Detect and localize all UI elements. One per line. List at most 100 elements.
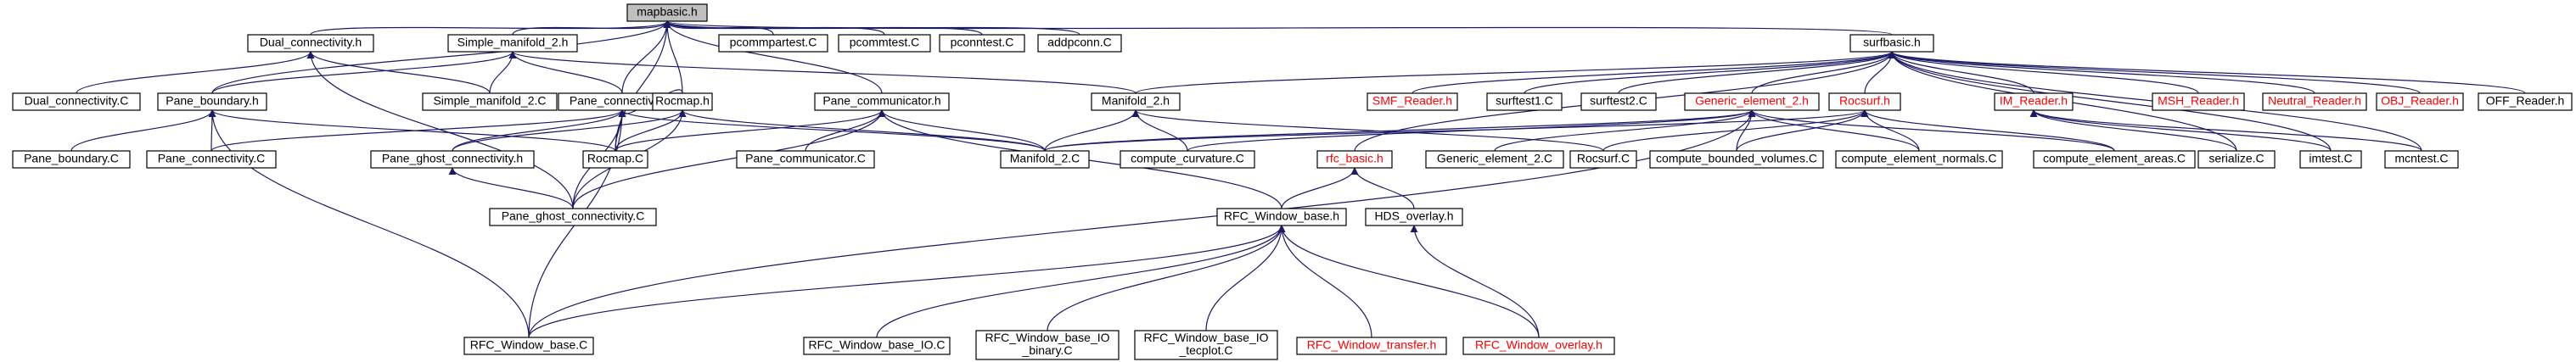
node-box [736, 150, 875, 169]
node-rfc-window-base-c[interactable]: RFC_Window_base.C [463, 337, 594, 355]
node-simple-man-c[interactable]: Simple_manifold_2.C [422, 92, 558, 111]
node-rfc-transfer[interactable]: RFC_Window_transfer.h [1296, 337, 1447, 355]
node-label: Rocmap.h [655, 94, 710, 108]
node-rfc-window-base-h[interactable]: RFC_Window_base.h [1216, 208, 1347, 226]
edge-pane_boundary_h-to-pane_conn_c [208, 109, 216, 152]
node-box [1216, 208, 1347, 226]
edge-surfbasic_h-to-surftest2 [1618, 51, 1896, 94]
node-rocmap-h[interactable]: Rocmap.h [652, 92, 713, 111]
node-box [1849, 34, 1934, 53]
edge-im_reader-to-serialize [2029, 109, 2237, 152]
node-generic-elem-c[interactable]: Generic_element_2.C [1425, 150, 1564, 169]
node-label: RFC_Window_overlay.h [1475, 338, 1602, 352]
node-box [1091, 92, 1181, 111]
node-surftest1[interactable]: surftest1.C [1486, 92, 1563, 111]
edge-pane_conn_h-to-manifold_c [618, 109, 1046, 152]
edge-pane_conn_h-to-pane_conn_c [210, 109, 626, 152]
node-neutral-reader[interactable]: Neutral_Reader.h [2262, 92, 2367, 111]
node-box [626, 3, 708, 22]
edge-dual_conn_h-to-simple_man_c [306, 51, 491, 94]
edge-pane_ghost_h-to-pane_ghost_c [448, 167, 574, 209]
node-label: Rocsurf.C [1577, 152, 1630, 165]
node-label: Neutral_Reader.h [2268, 94, 2361, 108]
node-label: compute_element_normals.C [1842, 152, 1997, 165]
node-surfbasic-h[interactable]: surfbasic.h [1849, 34, 1934, 53]
node-compute-curv[interactable]: compute_curvature.C [1120, 150, 1255, 169]
node-mapbasic-h[interactable]: mapbasic.h [626, 3, 708, 22]
node-box [157, 92, 267, 111]
edge-rfc_window_base_h-to-rfc_overlay [1277, 225, 1540, 338]
node-im-reader[interactable]: IM_Reader.h [1994, 92, 2074, 111]
node-addpconn[interactable]: addpconn.C [1037, 34, 1122, 53]
node-smf-reader[interactable]: SMF_Reader.h [1367, 92, 1458, 111]
node-box [718, 34, 828, 53]
node-pane-ghost-h[interactable]: Pane_ghost_connectivity.h [370, 150, 535, 169]
node-off-reader[interactable]: OFF_Reader.h [2478, 92, 2573, 111]
node-rfc-overlay[interactable]: RFC_Window_overlay.h [1462, 337, 1615, 355]
node-box [2299, 150, 2362, 169]
node-label: Pane_ghost_connectivity.C [502, 209, 645, 223]
node-rocsurf-h[interactable]: Rocsurf.h [1828, 92, 1901, 111]
node-box [370, 150, 535, 169]
node-rfc-io-binary[interactable]: RFC_Window_base_IO_binary.C [975, 330, 1120, 360]
node-label: rfc_basic.h [1326, 152, 1383, 165]
node-pane-comm-c[interactable]: Pane_communicator.C [736, 150, 875, 169]
node-box [146, 150, 277, 169]
node-compute-bv[interactable]: compute_bounded_volumes.C [1649, 150, 1824, 169]
edge-rocmap_h-to-manifold_c [678, 109, 1046, 152]
node-label: compute_curvature.C [1131, 152, 1244, 165]
edge-surfbasic_h-to-msh_reader [1888, 51, 2199, 94]
node-rfc-io-c[interactable]: RFC_Window_base_IO.C [803, 337, 951, 355]
edge-pane_comm_h-to-pane_ghost_c [572, 109, 886, 209]
node-box [1000, 150, 1090, 169]
node-box [1835, 150, 2003, 169]
node-pcommtest[interactable]: pcommtest.C [838, 34, 931, 53]
edge-rocsurf_h-to-manifold_c [1044, 109, 1869, 152]
node-pane-boundary-c[interactable]: Pane_boundary.C [12, 150, 131, 169]
node-compute-en[interactable]: compute_element_normals.C [1835, 150, 2003, 169]
edge-pane_boundary_h-to-rfc_window_base_c [208, 109, 530, 338]
node-simple-man-h[interactable]: Simple_manifold_2.h [447, 34, 578, 53]
node-pane-boundary-h[interactable]: Pane_boundary.h [157, 92, 267, 111]
node-pane-comm-h[interactable]: Pane_communicator.h [814, 92, 950, 111]
edge-generic_elem_h-to-compute_en [1748, 109, 1920, 152]
node-label: OFF_Reader.h [2486, 94, 2565, 108]
node-hds-overlay-h[interactable]: HDS_overlay.h [1365, 208, 1463, 226]
node-label: RFC_Window_base_IO [1143, 331, 1268, 344]
node-box [1296, 337, 1447, 355]
node-rocmap-c[interactable]: Rocmap.C [582, 150, 648, 169]
node-serialize[interactable]: serialize.C [2197, 150, 2276, 169]
node-box [1120, 150, 1255, 169]
node-msh-reader[interactable]: MSH_Reader.h [2152, 92, 2245, 111]
node-box [463, 337, 594, 355]
node-box [1365, 208, 1463, 226]
node-box [2376, 92, 2464, 111]
node-rfc-basic-h[interactable]: rfc_basic.h [1316, 150, 1393, 169]
node-obj-reader[interactable]: OBJ_Reader.h [2376, 92, 2464, 111]
node-compute-ea[interactable]: compute_element_areas.C [2033, 150, 2196, 169]
edge-manifold_h-to-rocsurf_c [1131, 109, 1604, 152]
node-label: Generic_element_2.C [1437, 152, 1552, 165]
node-surftest2[interactable]: surftest2.C [1580, 92, 1657, 111]
node-manifold-c[interactable]: Manifold_2.C [1000, 150, 1090, 169]
node-pane-conn-c[interactable]: Pane_connectivity.C [146, 150, 277, 169]
node-imtest[interactable]: imtest.C [2299, 150, 2362, 169]
edge-rfc_window_base_h-to-rfc_transfer [1277, 225, 1372, 338]
node-pcommpartest[interactable]: pcommpartest.C [718, 34, 828, 53]
node-box [2033, 150, 2196, 169]
node-dual-conn-h[interactable]: Dual_connectivity.h [247, 34, 374, 53]
node-label: Rocsurf.h [1839, 94, 1890, 108]
node-label: Dual_connectivity.h [260, 36, 362, 49]
node-pconntest[interactable]: pconntest.C [939, 34, 1025, 53]
node-manifold-h[interactable]: Manifold_2.h [1091, 92, 1181, 111]
node-label: Pane_communicator.C [745, 152, 866, 165]
node-box [1037, 34, 1122, 53]
edge-rocsurf_h-to-compute_bv [1736, 109, 1869, 152]
node-generic-elem-h[interactable]: Generic_element_2.h [1684, 92, 1820, 111]
node-box [803, 337, 951, 355]
node-rocsurf-c[interactable]: Rocsurf.C [1569, 150, 1637, 169]
node-dual-conn-c[interactable]: Dual_connectivity.C [12, 92, 141, 111]
node-rfc-io-tecplot[interactable]: RFC_Window_base_IO_tecplot.C [1134, 330, 1278, 360]
node-mcntest[interactable]: mcntest.C [2384, 150, 2459, 169]
node-pane-ghost-c[interactable]: Pane_ghost_connectivity.C [489, 208, 657, 226]
